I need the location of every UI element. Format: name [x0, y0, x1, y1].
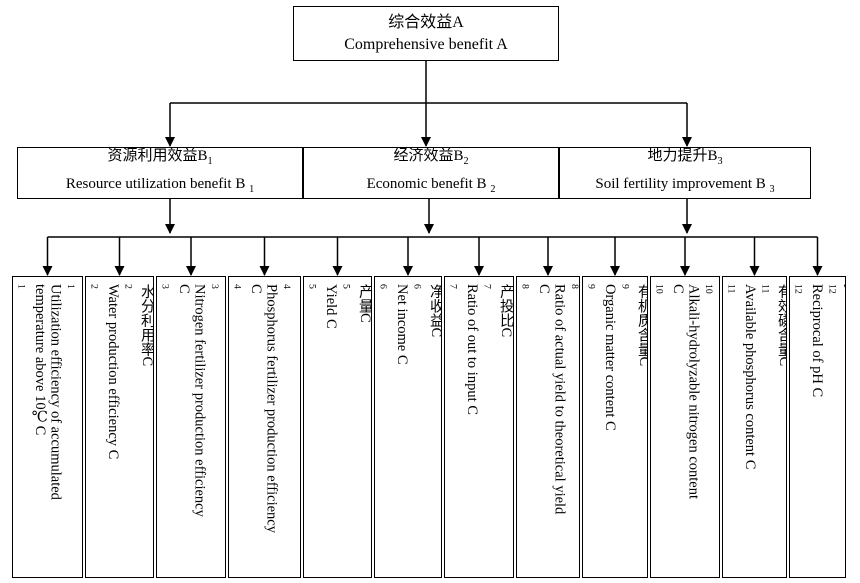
indicator-line: 碱解氮含量C10	[702, 284, 714, 294]
indicator-box-C8: 实产比理论产量C8Ratio of actual yield to theore…	[516, 276, 580, 578]
goal-label-zh: 综合效益A	[388, 13, 464, 31]
criterion-label-zh: 资源利用效益B1	[107, 148, 213, 167]
indicator-line: Ratio of actual yield to theoretical yie…	[551, 284, 568, 515]
criterion-label-en: Resource utilization benefit B 1	[65, 176, 255, 195]
criterion-label-zh: 经济效益B2	[393, 148, 469, 167]
indicator-box-C3: 氮肥产出率C3Nitrogen fertilizer production ef…	[156, 276, 226, 578]
indicator-text: 热量利用效率C1Utilization efficiency of accumu…	[13, 277, 83, 577]
indicator-box-C1: 热量利用效率C1Utilization efficiency of accumu…	[12, 276, 83, 578]
goal-label-en: Comprehensive benefit A	[344, 35, 508, 53]
indicator-box-C10: 碱解氮含量C10Alkali-hydrolyzable nitrogen con…	[650, 276, 720, 578]
criterion-box-B3: 地力提升B3 Soil fertility improvement B 3	[559, 147, 811, 199]
indicator-text: 实产比理论产量C8Ratio of actual yield to theore…	[517, 277, 580, 577]
indicator-text: 氮肥产出率C3Nitrogen fertilizer production ef…	[157, 277, 225, 577]
indicator-line: 热量利用效率C1	[64, 284, 82, 381]
indicator-line: Utilization efficiency of accumulated	[47, 284, 64, 500]
criterion-label-en: Economic benefit B 2	[366, 176, 496, 195]
indicator-text: 碱解氮含量C10Alkali-hydrolyzable nitrogen con…	[651, 277, 719, 577]
goal-box-A: 综合效益A Comprehensive benefit A	[293, 6, 559, 61]
criterion-box-B2: 经济效益B2 Economic benefit B 2	[303, 147, 559, 199]
criterion-label-zh: 地力提升B3	[647, 148, 723, 167]
indicator-line: 实产比理论产量C8	[568, 284, 580, 289]
indicator-line: Alkali-hydrolyzable nitrogen content	[685, 284, 702, 500]
indicator-line: Nitrogen fertilizer production efficienc…	[191, 284, 208, 517]
indicator-line: 氮肥产出率C3	[208, 284, 220, 289]
criterion-label-en: Soil fertility improvement B 3	[595, 176, 775, 195]
indicator-line: Phosphorus fertilizer production efficie…	[263, 284, 280, 533]
criterion-box-B1: 资源利用效益B1 Resource utilization benefit B …	[17, 147, 303, 199]
